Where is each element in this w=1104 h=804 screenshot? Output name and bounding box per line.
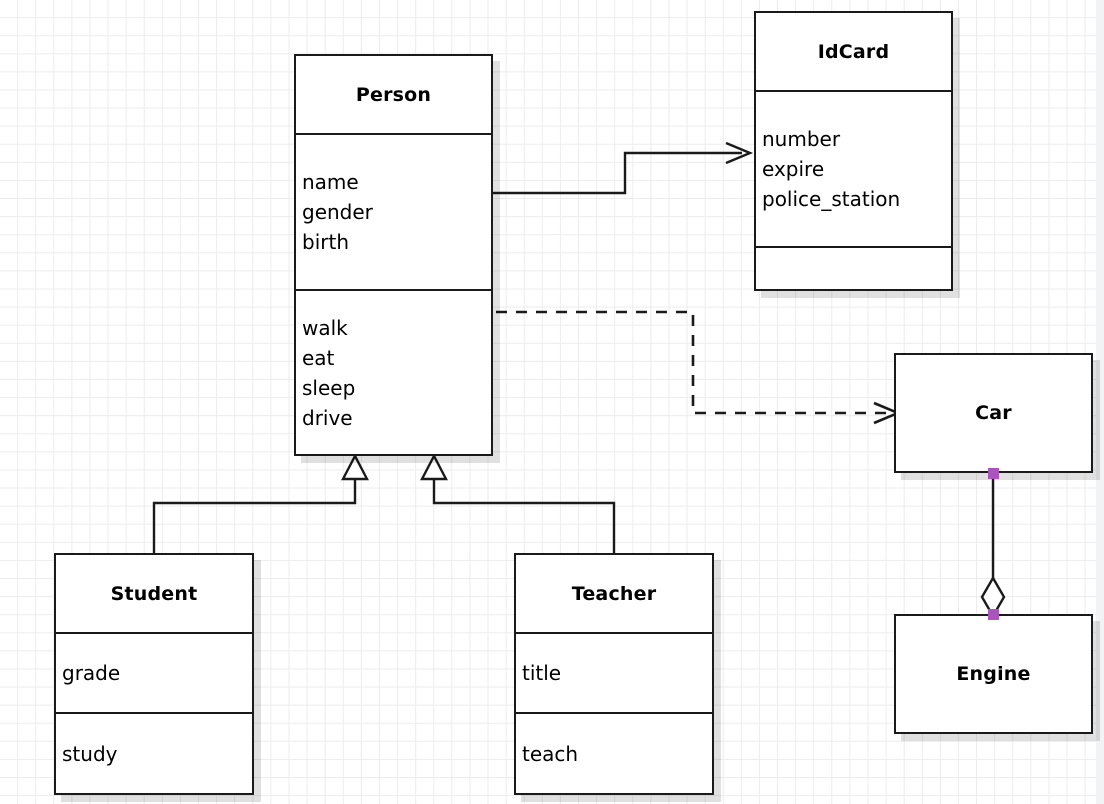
class-teacher-attribute: title bbox=[522, 661, 562, 685]
generalization-student-person-triangle bbox=[341, 453, 369, 481]
class-student-attributes-compartment: grade bbox=[56, 632, 252, 712]
class-person-operation: eat bbox=[302, 345, 335, 370]
class-idcard-attribute: expire bbox=[762, 157, 825, 181]
class-box-engine[interactable]: Engine bbox=[894, 614, 1093, 734]
class-student-title-compartment: Student bbox=[56, 555, 252, 632]
generalization-student-person-line bbox=[152, 478, 357, 553]
class-student-operation: study bbox=[62, 741, 118, 766]
class-person-attribute: name bbox=[302, 170, 359, 194]
association-person-idcard-line bbox=[493, 151, 742, 195]
dependency-person-car-line bbox=[496, 310, 890, 415]
class-person-operation: walk bbox=[302, 315, 348, 340]
class-box-person[interactable]: Person name gender birth walk eat sleep … bbox=[294, 54, 493, 456]
class-student-attribute: grade bbox=[62, 661, 121, 685]
class-person-operations-compartment: walk eat sleep drive bbox=[296, 289, 491, 454]
class-person-attribute: gender bbox=[302, 200, 373, 224]
class-student-name: Student bbox=[110, 582, 198, 605]
generalization-student-person[interactable] bbox=[152, 453, 369, 553]
class-car-name: Car bbox=[975, 402, 1012, 424]
class-car-title-compartment: Car bbox=[896, 355, 1091, 471]
connection-handle-car-bottom[interactable] bbox=[988, 468, 999, 479]
association-person-idcard[interactable] bbox=[493, 141, 754, 195]
class-engine-title-compartment: Engine bbox=[896, 616, 1091, 732]
association-person-idcard-arrowhead bbox=[725, 141, 754, 165]
class-box-teacher[interactable]: Teacher title teach bbox=[514, 553, 714, 795]
dependency-person-car[interactable] bbox=[496, 310, 902, 425]
class-student-operations-compartment: study bbox=[56, 712, 252, 793]
class-person-attributes-compartment: name gender birth bbox=[296, 133, 491, 289]
class-teacher-operation: teach bbox=[522, 741, 579, 766]
class-idcard-attribute: police_station bbox=[762, 187, 901, 211]
class-teacher-name: Teacher bbox=[571, 582, 657, 605]
class-box-idcard[interactable]: IdCard number expire police_station bbox=[754, 11, 953, 291]
class-box-student[interactable]: Student grade study bbox=[54, 553, 254, 795]
class-teacher-attributes-compartment: title bbox=[516, 632, 712, 712]
generalization-teacher-person-triangle bbox=[420, 453, 448, 481]
connection-handle-engine-top[interactable] bbox=[988, 609, 999, 620]
class-teacher-operations-compartment: teach bbox=[516, 712, 712, 793]
class-person-attribute: birth bbox=[302, 230, 349, 254]
class-idcard-operations-compartment bbox=[756, 246, 951, 289]
class-idcard-name: IdCard bbox=[817, 40, 890, 63]
class-person-operation: sleep bbox=[302, 375, 356, 400]
class-idcard-attribute: number bbox=[762, 127, 841, 151]
class-person-operation: drive bbox=[302, 405, 353, 430]
class-idcard-attributes-compartment: number expire police_station bbox=[756, 90, 951, 246]
class-person-title-compartment: Person bbox=[296, 56, 491, 133]
generalization-teacher-person-line bbox=[432, 478, 616, 553]
class-idcard-title-compartment: IdCard bbox=[756, 13, 951, 90]
class-teacher-title-compartment: Teacher bbox=[516, 555, 712, 632]
class-person-name: Person bbox=[355, 83, 432, 106]
generalization-teacher-person[interactable] bbox=[420, 453, 616, 553]
class-box-car[interactable]: Car bbox=[894, 353, 1093, 473]
aggregation-car-engine[interactable] bbox=[980, 473, 1006, 619]
class-engine-name: Engine bbox=[956, 663, 1031, 685]
